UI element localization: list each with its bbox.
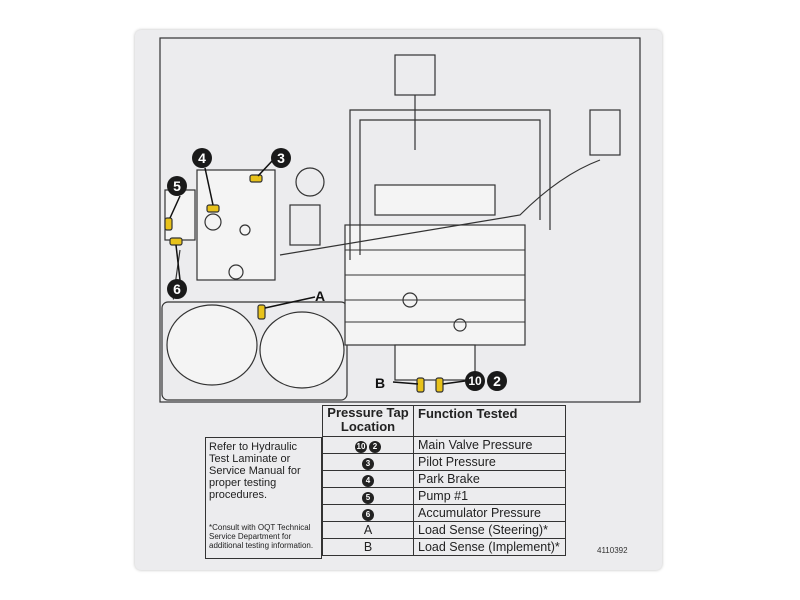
callout-dot: 4 (362, 474, 374, 487)
header-function: Function Tested (413, 405, 566, 437)
row-location: 5 (322, 487, 414, 505)
leader-lines (169, 159, 466, 385)
table-row: 4 Park Brake (322, 470, 566, 488)
location-letter: A (363, 523, 373, 537)
pressure-tap-table: Pressure Tap Location Function Tested 10… (322, 405, 566, 556)
row-location: 6 (322, 504, 414, 522)
row-function: Park Brake (413, 470, 566, 488)
row-location: 4 (322, 470, 414, 488)
row-function: Main Valve Pressure (413, 436, 566, 454)
callout-6: 6 (167, 279, 187, 299)
row-location: A (322, 521, 414, 539)
callout-dot: 3 (362, 457, 374, 470)
row-location: B (322, 538, 414, 556)
row-function: Accumulator Pressure (413, 504, 566, 522)
table-row: A Load Sense (Steering)* (322, 521, 566, 539)
table-row: 6 Accumulator Pressure (322, 504, 566, 522)
callout-dot: 2 (369, 440, 381, 453)
instruction-note: Refer to Hydraulic Test Laminate or Serv… (205, 437, 322, 559)
table-row: 5 Pump #1 (322, 487, 566, 505)
pilot-manifold (164, 167, 325, 281)
row-function: Pilot Pressure (413, 453, 566, 471)
part-number: 4110392 (597, 546, 628, 555)
row-function: Load Sense (Steering)* (413, 521, 566, 539)
filters (161, 301, 348, 401)
callout-a: A (315, 288, 326, 304)
row-function: Load Sense (Implement)* (413, 538, 566, 556)
table-row: B Load Sense (Implement)* (322, 538, 566, 556)
location-letter: B (363, 540, 373, 554)
callout-4: 4 (192, 148, 212, 168)
row-function: Pump #1 (413, 487, 566, 505)
callout-3: 3 (271, 148, 291, 168)
note-footnote: *Consult with OQT Technical Service Depa… (209, 523, 314, 550)
callout-b: B (375, 375, 386, 391)
callout-dot: 5 (362, 491, 374, 504)
callout-dot: 10 (355, 440, 367, 453)
main-valve (344, 184, 526, 381)
test-taps (164, 174, 444, 393)
callout-2: 2 (487, 371, 507, 391)
row-location: 3 (322, 453, 414, 471)
callout-10: 10 (465, 371, 485, 391)
lines (172, 54, 621, 300)
callout-dot: 6 (362, 508, 374, 521)
callout-5: 5 (167, 176, 187, 196)
note-main: Refer to Hydraulic Test Laminate or Serv… (209, 441, 301, 501)
header-location: Pressure Tap Location (322, 405, 414, 437)
diagram-border (159, 37, 641, 403)
table-row: 3 Pilot Pressure (322, 453, 566, 471)
